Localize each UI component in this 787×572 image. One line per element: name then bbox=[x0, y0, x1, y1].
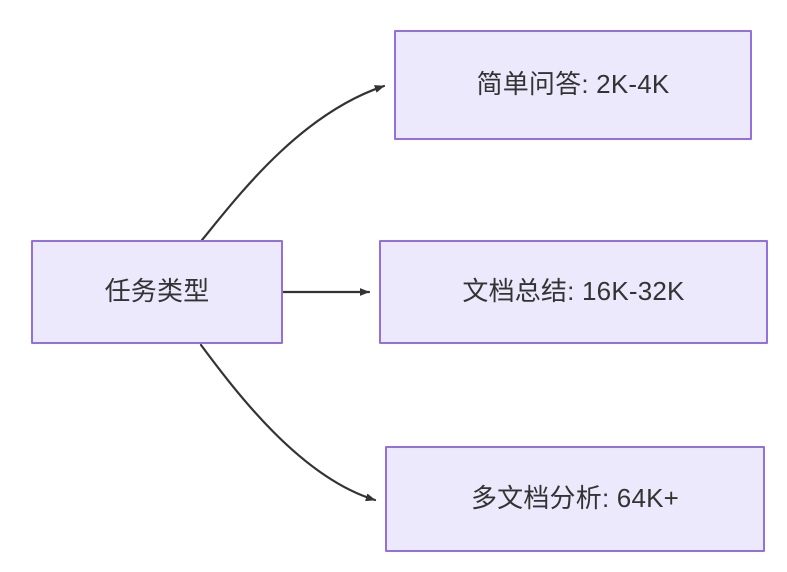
node-task-type[interactable]: 任务类型 bbox=[31, 240, 283, 344]
node-multi-doc-label: 多文档分析: 64K+ bbox=[470, 483, 680, 514]
node-task-type-label: 任务类型 bbox=[104, 276, 210, 307]
node-multi-doc[interactable]: 多文档分析: 64K+ bbox=[385, 446, 765, 552]
node-doc-summary-label: 文档总结: 16K-32K bbox=[462, 276, 685, 307]
node-doc-summary[interactable]: 文档总结: 16K-32K bbox=[379, 240, 768, 344]
node-simple-qa[interactable]: 简单问答: 2K-4K bbox=[394, 30, 752, 140]
edge-root-to-multi-doc bbox=[199, 343, 377, 502]
node-simple-qa-label: 简单问答: 2K-4K bbox=[476, 69, 670, 100]
edge-root-to-simple-qa bbox=[200, 84, 386, 242]
